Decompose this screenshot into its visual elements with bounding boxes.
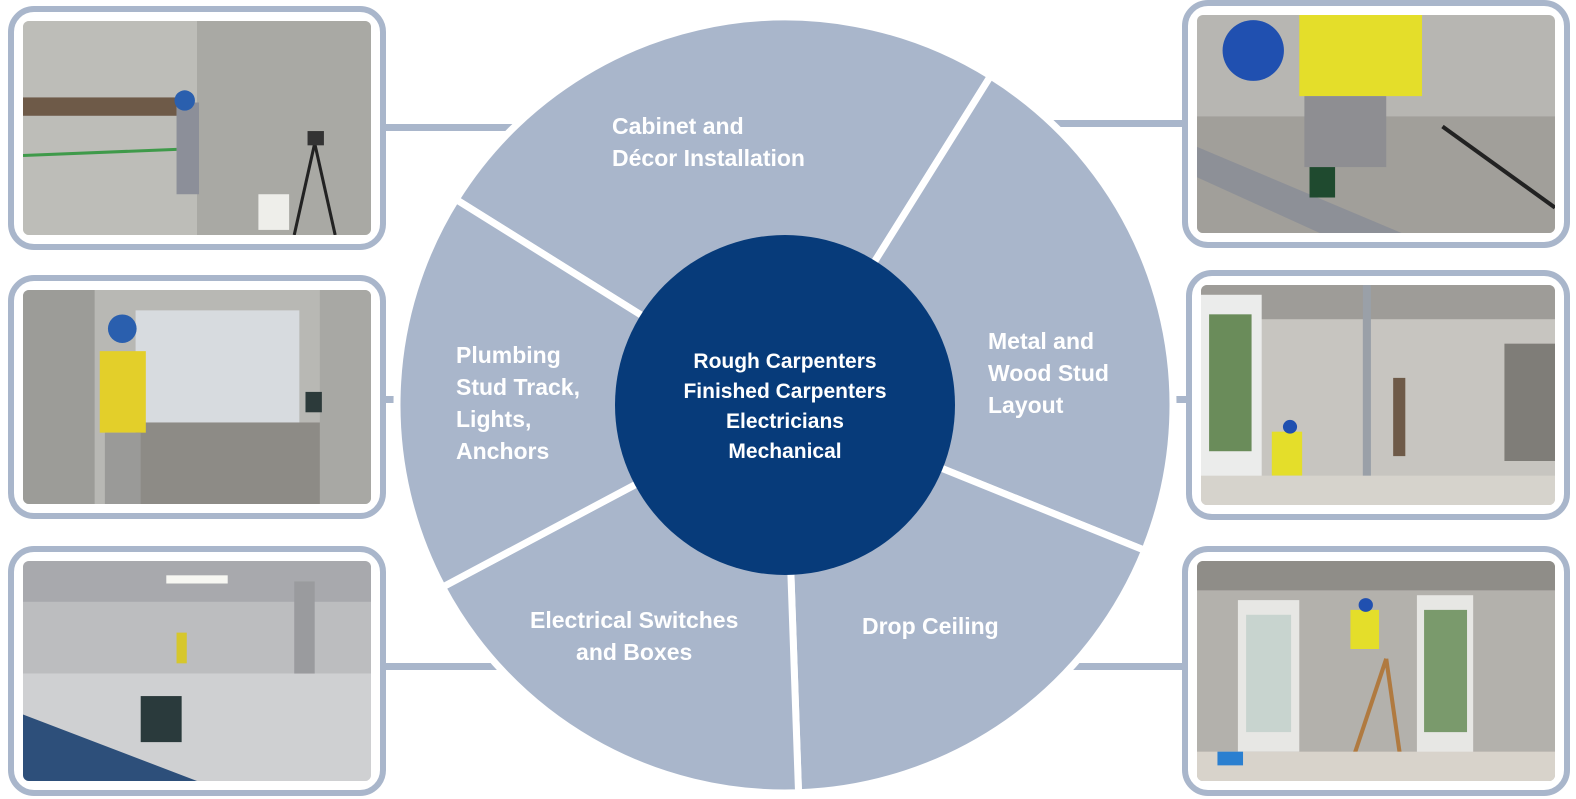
construction-photo-image: [23, 290, 371, 504]
hub-line: Rough Carpenters: [693, 350, 877, 373]
segment-label-line: Décor Installation: [612, 145, 805, 171]
connector-top-right: [1050, 120, 1190, 127]
segment-label-line: Stud Track,: [456, 374, 580, 400]
construction-photo-image: [23, 21, 371, 235]
segment-label-line: Plumbing: [456, 342, 561, 368]
construction-photo-image: [23, 561, 371, 781]
segment-label-line: Electrical Switches: [530, 607, 739, 633]
photo-bottom-left: [8, 546, 386, 796]
segment-label-line: Wood Stud: [988, 360, 1109, 386]
construction-photo-image: [1197, 15, 1555, 233]
photo-top-left: [8, 6, 386, 250]
segment-label-plumbing: Plumbing Stud Track, Lights, Anchors: [456, 339, 580, 467]
hub-circle: [615, 235, 955, 575]
connector-bottom-right: [1060, 663, 1190, 670]
segment-label-electrical: Electrical Switches and Boxes: [530, 604, 738, 668]
segment-cabinet: [451, 13, 996, 410]
photo-bottom-right: [1182, 546, 1570, 796]
construction-photo-image: [1197, 561, 1555, 781]
connector-bottom-left: [380, 663, 500, 670]
hub-line: Mechanical: [728, 440, 842, 463]
segment-label-metal-wood: Metal and Wood Stud Layout: [988, 325, 1109, 421]
segment-label-cabinet: Cabinet and Décor Installation: [612, 110, 805, 174]
photo-mid-right: [1186, 270, 1570, 520]
segment-label-line: Drop Ceiling: [862, 613, 999, 639]
hub-line: Electricians: [726, 410, 844, 433]
segment-label-line: Anchors: [456, 438, 550, 464]
segment-label-line: Metal and: [988, 328, 1095, 354]
connector-top-left: [380, 124, 530, 131]
segment-label-line: Lights,: [456, 406, 532, 432]
segment-label-drop-ceiling: Drop Ceiling: [862, 610, 999, 642]
hub-label: Rough Carpenters Finished Carpenters Ele…: [635, 347, 935, 467]
segment-label-line: Layout: [988, 392, 1064, 418]
photo-top-right: [1182, 0, 1570, 248]
photo-mid-left: [8, 275, 386, 519]
construction-photo-image: [1201, 285, 1555, 505]
segment-label-line: and Boxes: [576, 639, 693, 665]
segment-plumbing: [393, 194, 792, 592]
hub-line: Finished Carpenters: [683, 380, 887, 403]
segment-label-line: Cabinet and: [612, 113, 744, 139]
